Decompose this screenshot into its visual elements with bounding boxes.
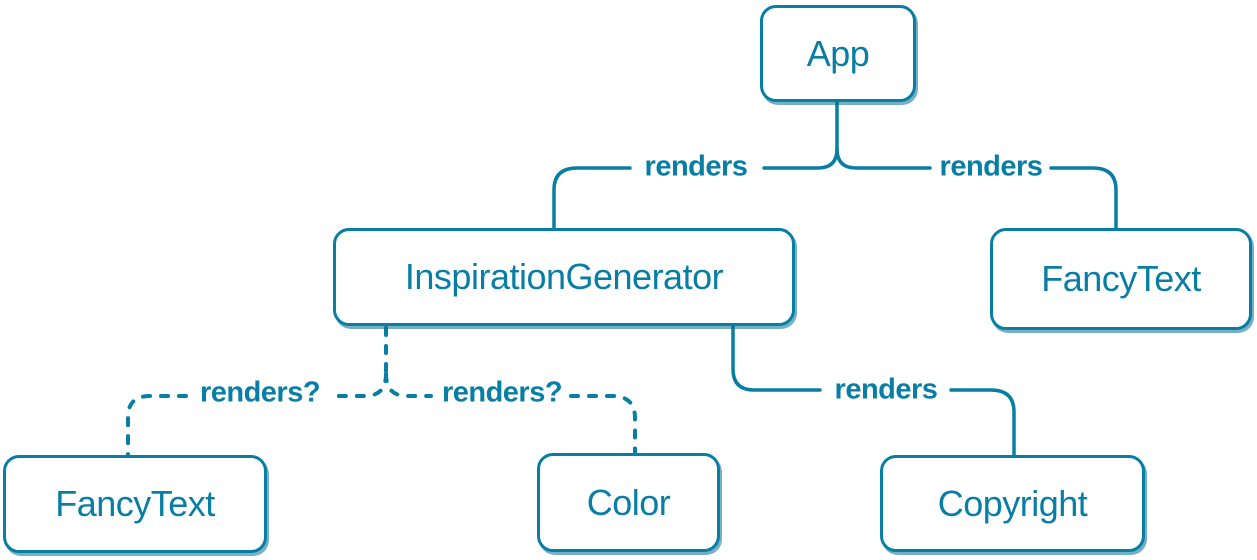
node-fancy-text-top-label: FancyText	[1041, 258, 1201, 299]
node-app: App	[760, 5, 916, 102]
node-color: Color	[537, 453, 720, 552]
edge-inspirationgenerator-copyright-a	[731, 324, 822, 392]
solid-edges	[552, 98, 1118, 458]
node-app-label: App	[806, 32, 870, 74]
node-copyright: Copyright	[880, 455, 1145, 552]
node-inspiration-generator: InspirationGenerator	[333, 228, 795, 326]
node-fancy-text-bottom-label: FancyText	[55, 483, 215, 524]
edge-inspirationgenerator-color-b	[569, 394, 637, 455]
edge-inspirationgenerator-fancytext-a	[334, 372, 388, 398]
edge-app-fancytext-a	[835, 147, 932, 170]
node-copyright-label: Copyright	[937, 482, 1088, 524]
edge-label-inspirationgenerator-copyright: renders	[830, 375, 942, 405]
node-inspiration-generator-label: InspirationGenerator	[404, 256, 724, 297]
node-fancy-text-top: FancyText	[990, 228, 1252, 330]
edge-app-inspirationgenerator-a	[762, 147, 839, 170]
dashed-edges	[126, 326, 637, 457]
edge-inspirationgenerator-copyright-b	[949, 388, 1016, 458]
edge-app-fancytext-b	[1049, 166, 1118, 231]
edge-inspirationgenerator-fancytext-b	[126, 394, 188, 457]
edge-label-inspirationgenerator-color: renders?	[437, 378, 567, 408]
edge-label-app-inspirationgenerator: renders	[640, 152, 752, 182]
edge-app-inspirationgenerator-b	[552, 166, 632, 231]
node-fancy-text-bottom: FancyText	[3, 455, 267, 553]
node-color-label: Color	[586, 481, 671, 523]
edge-label-app-fancytext: renders	[935, 152, 1047, 182]
edge-label-inspirationgenerator-fancytext: renders?	[195, 378, 325, 408]
edge-inspirationgenerator-color-a	[384, 372, 433, 398]
